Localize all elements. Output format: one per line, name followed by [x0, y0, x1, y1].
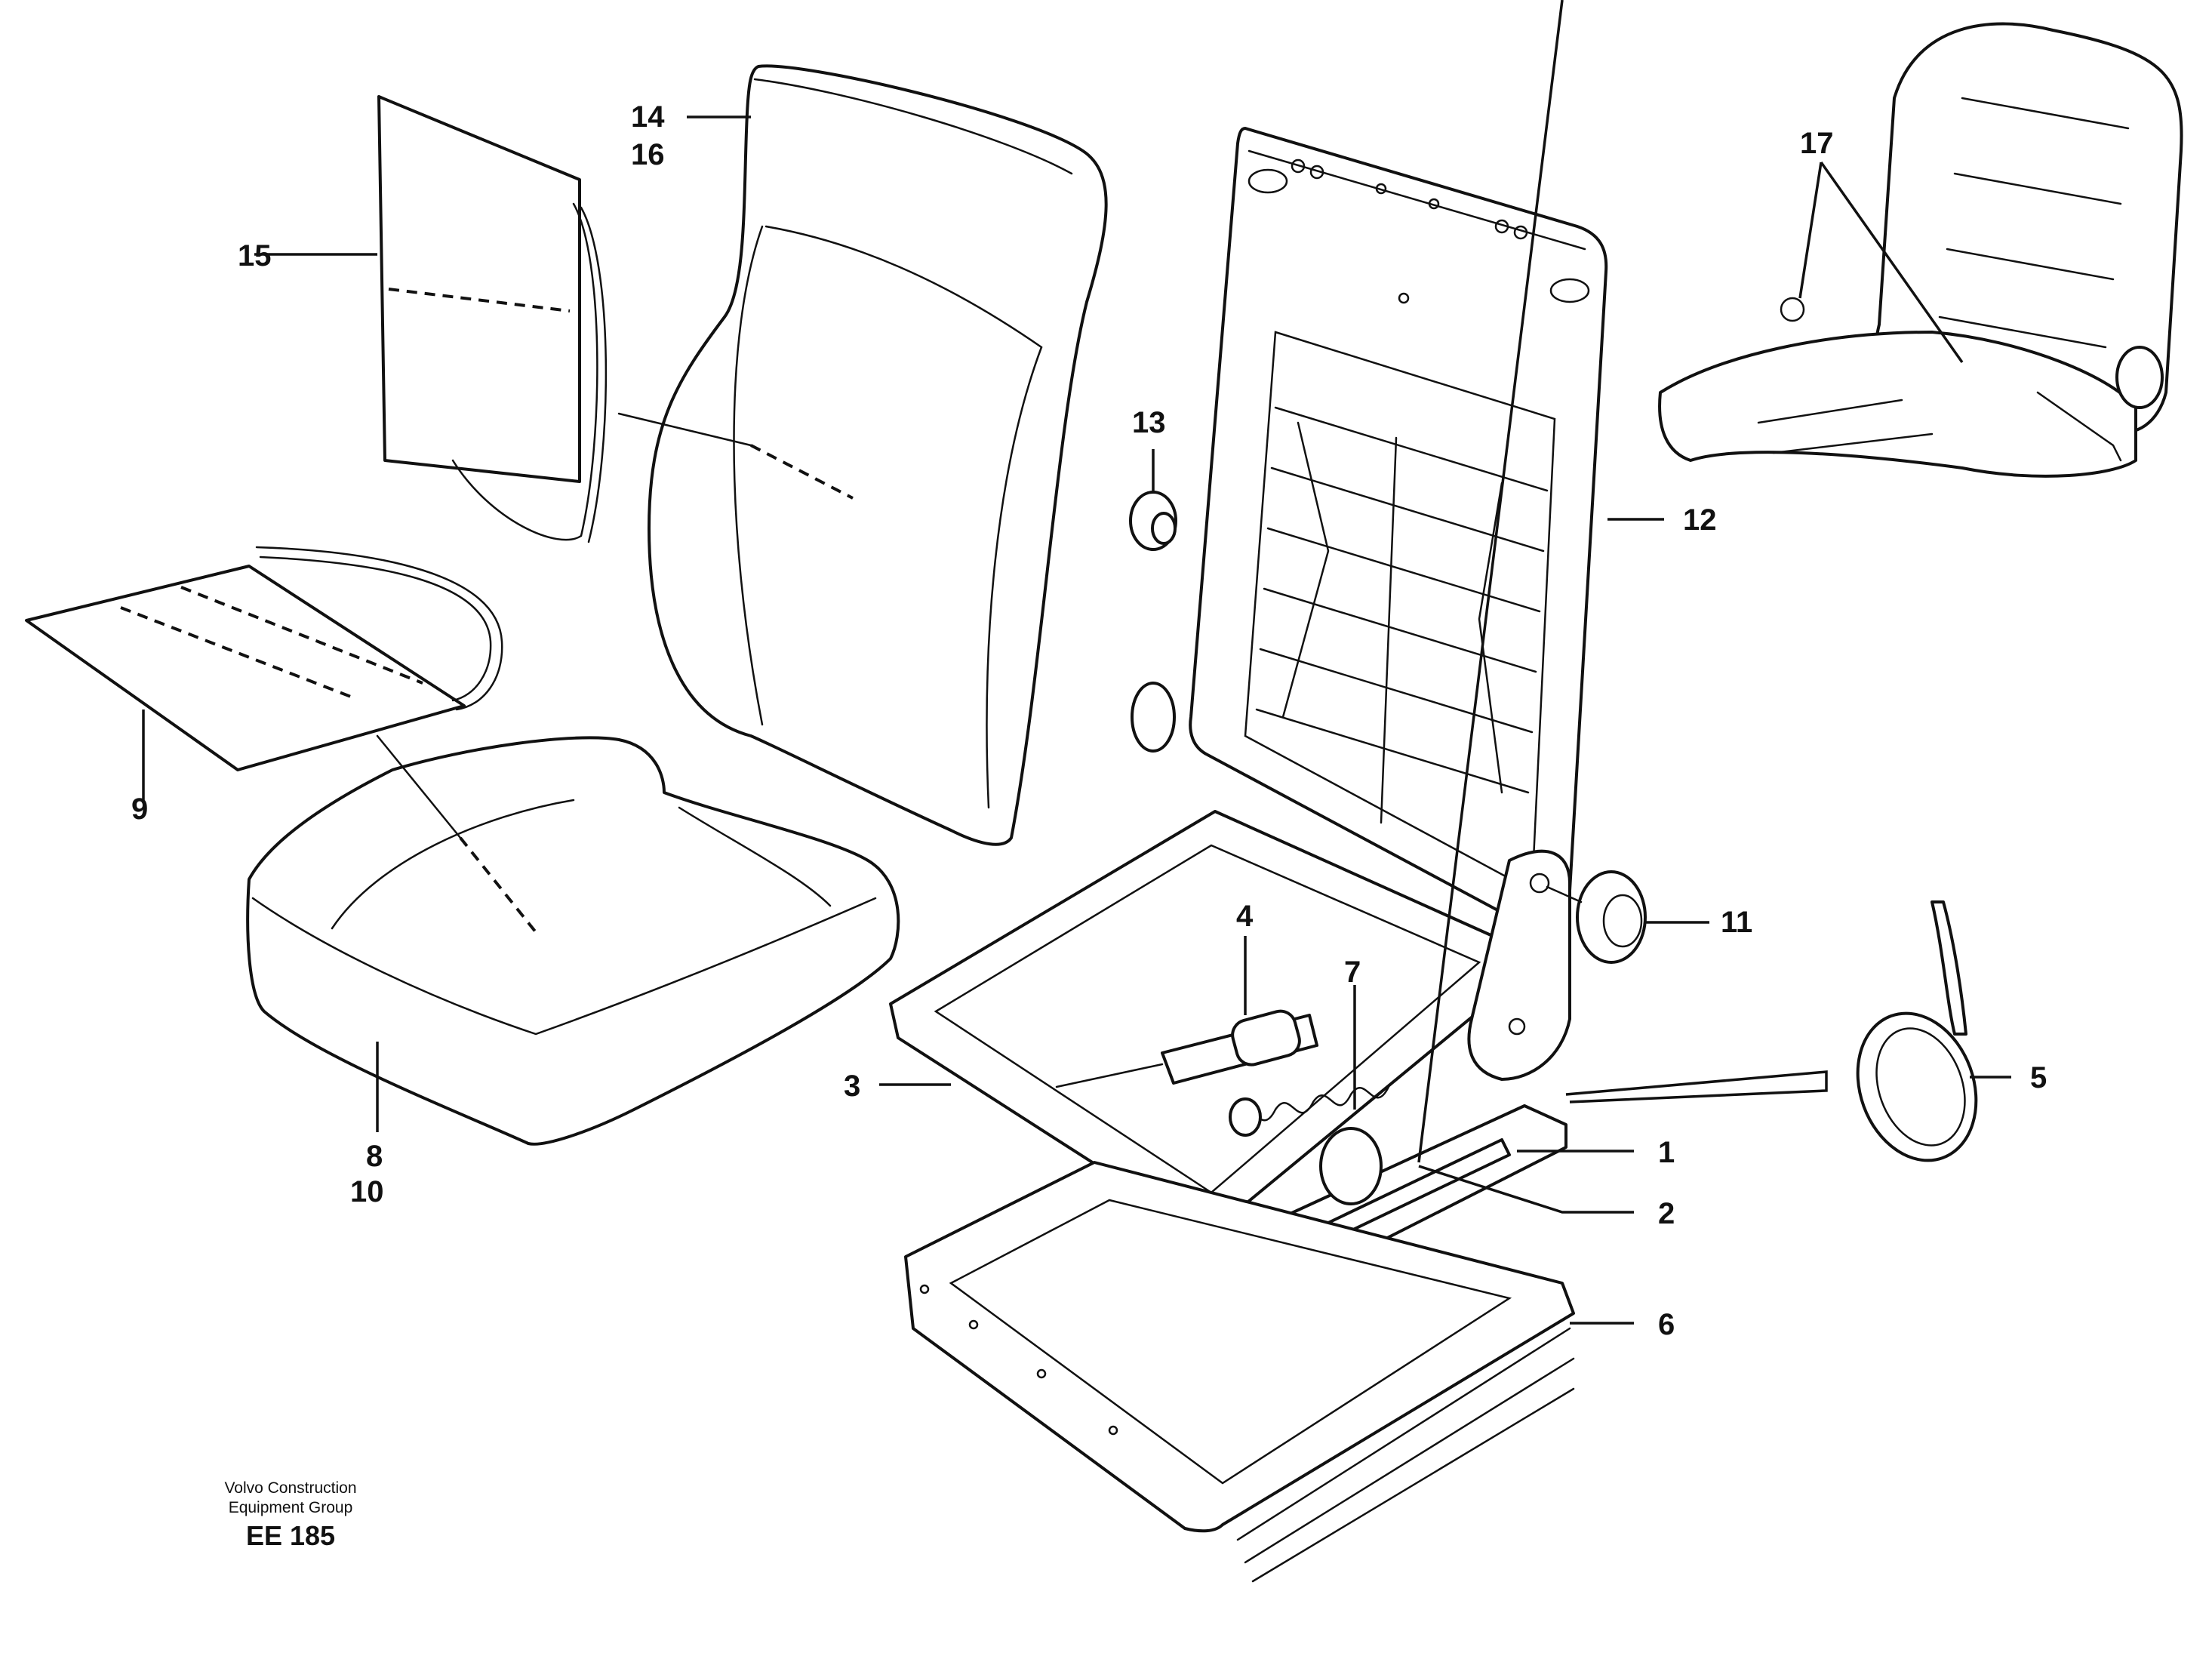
- backrest-cover-panel: [377, 95, 608, 543]
- callout-13: 13: [1132, 406, 1166, 439]
- callout-2: 2: [1658, 1197, 1675, 1230]
- callout-5: 5: [2030, 1061, 2047, 1094]
- callout-8: 8: [366, 1140, 383, 1173]
- leader-lines: [142, 0, 2011, 1325]
- suspension-spring: [1229, 1085, 1390, 1137]
- callout-17: 17: [1800, 127, 1834, 160]
- callout-7: 7: [1344, 956, 1361, 989]
- footer-company-line2: Equipment Group: [229, 1499, 353, 1516]
- callout-9: 9: [131, 793, 148, 826]
- callout-11: 11: [1721, 906, 1752, 939]
- callout-14: 14: [631, 100, 665, 134]
- callout-12: 12: [1683, 503, 1717, 537]
- callout-4: 4: [1236, 900, 1254, 933]
- complete-seat-view: [1658, 22, 2183, 478]
- callout-6: 6: [1658, 1308, 1675, 1341]
- seat-frame: [889, 810, 1571, 1228]
- backrest-adjust-knob: [1546, 870, 1647, 964]
- footer-company-line1: Volvo Construction: [224, 1479, 356, 1497]
- footer-drawing-code: EE 185: [246, 1520, 335, 1551]
- callout-15: 15: [238, 239, 272, 272]
- callout-1: 1: [1658, 1136, 1675, 1169]
- suspension-base: [904, 1161, 1575, 1583]
- backrest-cushion: [617, 64, 1108, 846]
- callout-3: 3: [844, 1070, 860, 1103]
- seat-cover-panel: [25, 546, 503, 771]
- lumbar-knob: [1129, 491, 1177, 551]
- callout-16: 16: [631, 138, 665, 171]
- backrest-frame: [1189, 127, 1608, 927]
- shock-absorber: [1055, 1009, 1318, 1088]
- left-pivot-knob: [1131, 682, 1176, 753]
- cable-tie: [1856, 900, 1978, 1162]
- seat-cushion: [246, 734, 900, 1146]
- callout-10: 10: [350, 1175, 384, 1208]
